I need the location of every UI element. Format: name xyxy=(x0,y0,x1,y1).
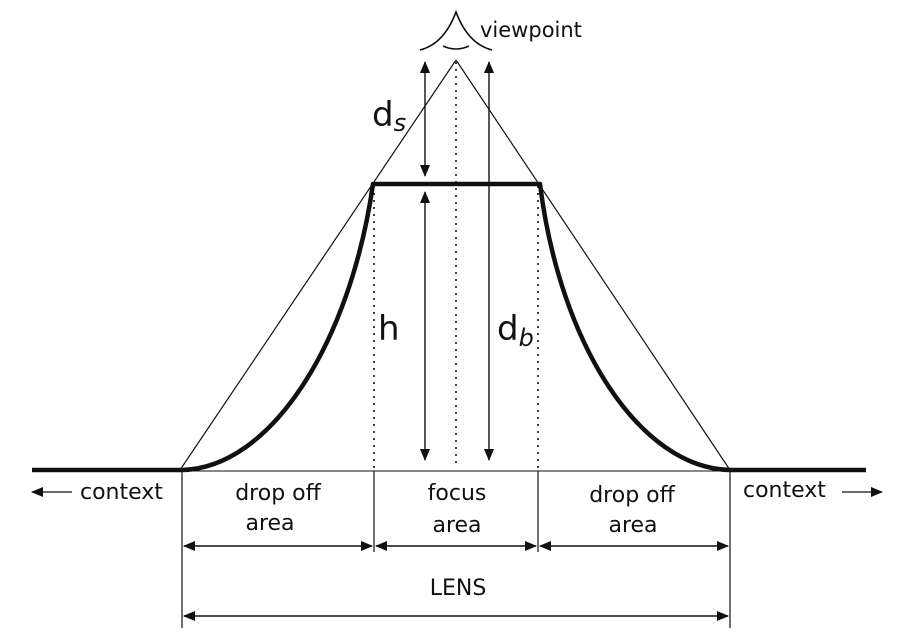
db-label-sub: b xyxy=(519,324,534,352)
area-dividers xyxy=(181,471,731,628)
ds-label-sub: s xyxy=(394,109,407,137)
dropoff-left-label-2: area xyxy=(245,511,294,536)
lens-label: LENS xyxy=(430,576,487,601)
dropoff-right-label-1: drop off xyxy=(589,483,675,508)
lens-profile xyxy=(32,181,866,473)
ds-label-main: d xyxy=(372,95,394,135)
dropoff-right-label-2: area xyxy=(608,513,657,538)
db-label-main: d xyxy=(497,309,519,349)
context-right-label: context xyxy=(743,478,826,503)
dropoff-left-label-1: drop off xyxy=(235,481,321,506)
focus-label-2: area xyxy=(432,513,481,538)
h-label: h xyxy=(378,309,400,349)
db-label: db xyxy=(497,309,534,352)
context-left-label: context xyxy=(80,480,163,505)
viewpoint-label: viewpoint xyxy=(480,18,582,42)
viewing-cone xyxy=(179,59,731,471)
focus-label-1: focus xyxy=(428,481,487,506)
eye-icon xyxy=(419,9,493,51)
ds-label: ds xyxy=(372,95,406,137)
